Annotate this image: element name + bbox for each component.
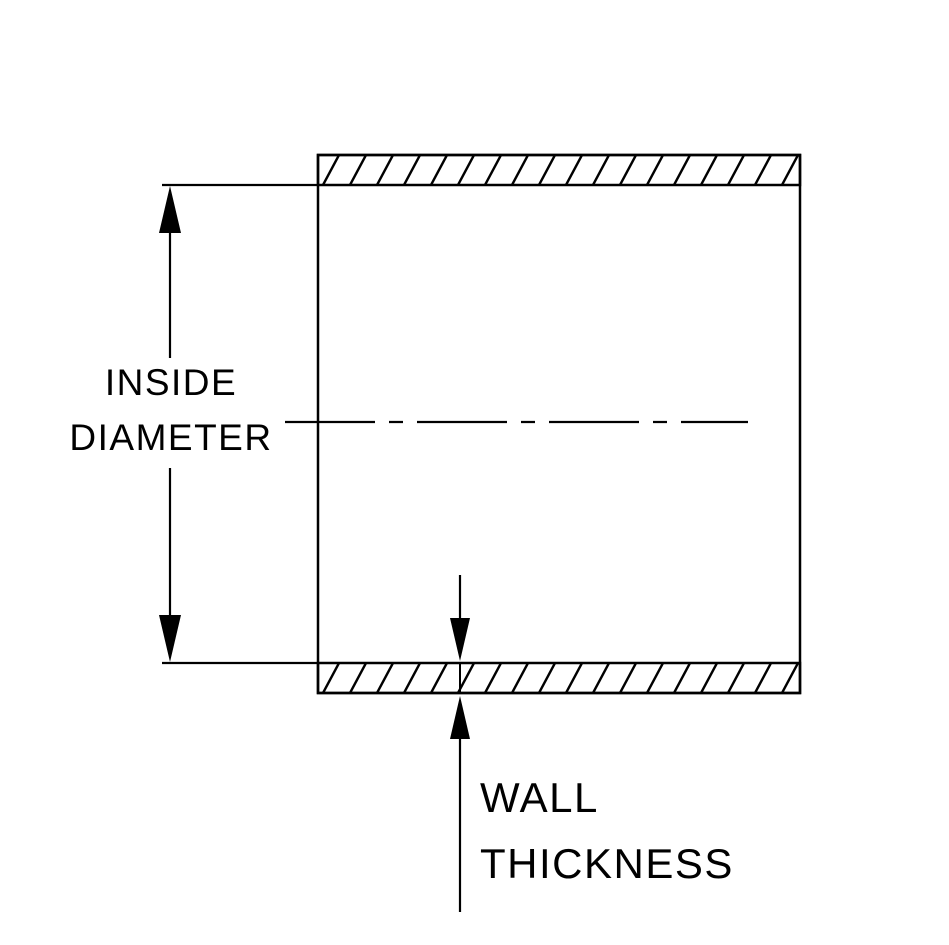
bottom-wall-hatch (316, 661, 802, 695)
inside-diameter-label-line1: INSIDE (105, 362, 237, 403)
wall-thickness-label-line2: THICKNESS (480, 840, 734, 887)
wall-thickness-arrow-down-icon (450, 618, 470, 661)
inside-diameter-arrow-up-icon (159, 186, 181, 233)
inside-diameter-label-line2: DIAMETER (69, 417, 272, 458)
inside-diameter-arrow-down-icon (159, 615, 181, 662)
top-wall-hatch (316, 153, 802, 187)
tube-outline (316, 153, 802, 695)
wall-thickness-label-line1: WALL (480, 774, 599, 821)
wall-thickness-arrow-up-icon (450, 696, 470, 739)
